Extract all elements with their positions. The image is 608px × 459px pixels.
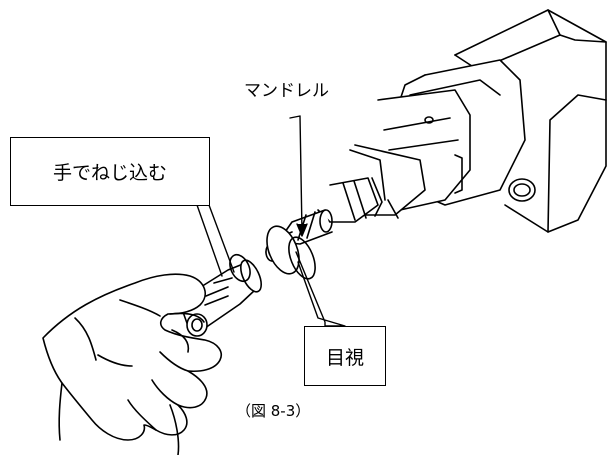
leader-mandrel: [289, 115, 303, 233]
visual-check-label: 目視: [325, 346, 364, 369]
washer-illustration: [266, 225, 316, 280]
leader-mandrel-arrow: [296, 223, 308, 237]
leader-hand-screw: [181, 204, 235, 273]
hand-screw-callout: 手でねじ込む: [10, 137, 210, 206]
collet-nut-illustration: [182, 253, 263, 337]
leader-hand-screw-2: [196, 204, 223, 277]
hand-holding-collet-illustration: [42, 273, 222, 456]
figure-caption: （図 8-3）: [236, 402, 311, 420]
spindle-housing-illustration: [317, 9, 607, 233]
mandrel-label: マンドレル: [244, 81, 329, 101]
visual-check-callout: 目視: [304, 326, 386, 386]
leader-visual-check: [295, 251, 346, 327]
hand-screw-label: 手でねじ込む: [52, 162, 167, 184]
